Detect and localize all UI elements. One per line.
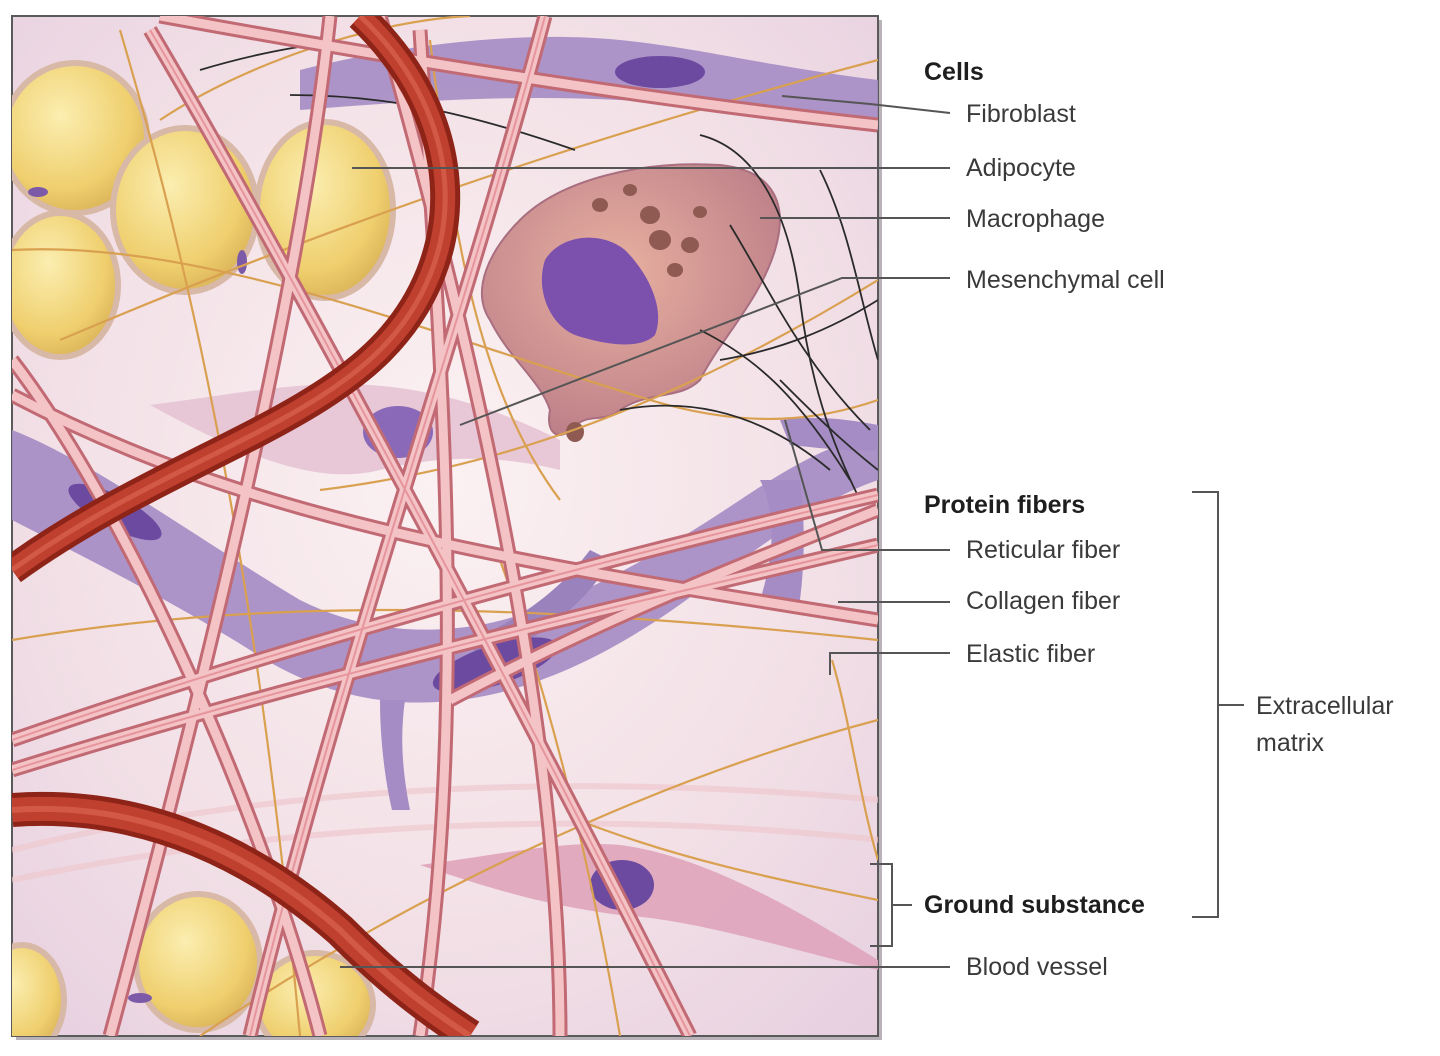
elastic-fiber-label: Elastic fiber xyxy=(966,640,1096,668)
macrophage-cell xyxy=(481,163,781,442)
leader-lines xyxy=(340,95,951,968)
fibroblast-label: Fibroblast xyxy=(966,100,1076,128)
reticular-fiber-label: Reticular fiber xyxy=(966,536,1121,564)
macrophage-label: Macrophage xyxy=(966,205,1105,233)
collagen-fiber-label: Collagen fiber xyxy=(966,587,1121,615)
extracellular-matrix-label-line2: matrix xyxy=(1256,729,1325,757)
mesenchymal-cell-label: Mesenchymal cell xyxy=(966,266,1165,294)
protein-fibers-header: Protein fibers xyxy=(924,491,1086,519)
extracellular-matrix-bracket xyxy=(1192,491,1219,918)
extracellular-matrix-label-line1: Extracellular xyxy=(1256,692,1394,720)
blood-vessels xyxy=(12,16,480,1036)
cells-header: Cells xyxy=(924,58,984,86)
brackets xyxy=(870,491,1244,947)
blood-vessel-label: Blood vessel xyxy=(966,953,1108,981)
adipocyte-label: Adipocyte xyxy=(966,154,1076,182)
ground-substance-header: Ground substance xyxy=(924,891,1145,919)
